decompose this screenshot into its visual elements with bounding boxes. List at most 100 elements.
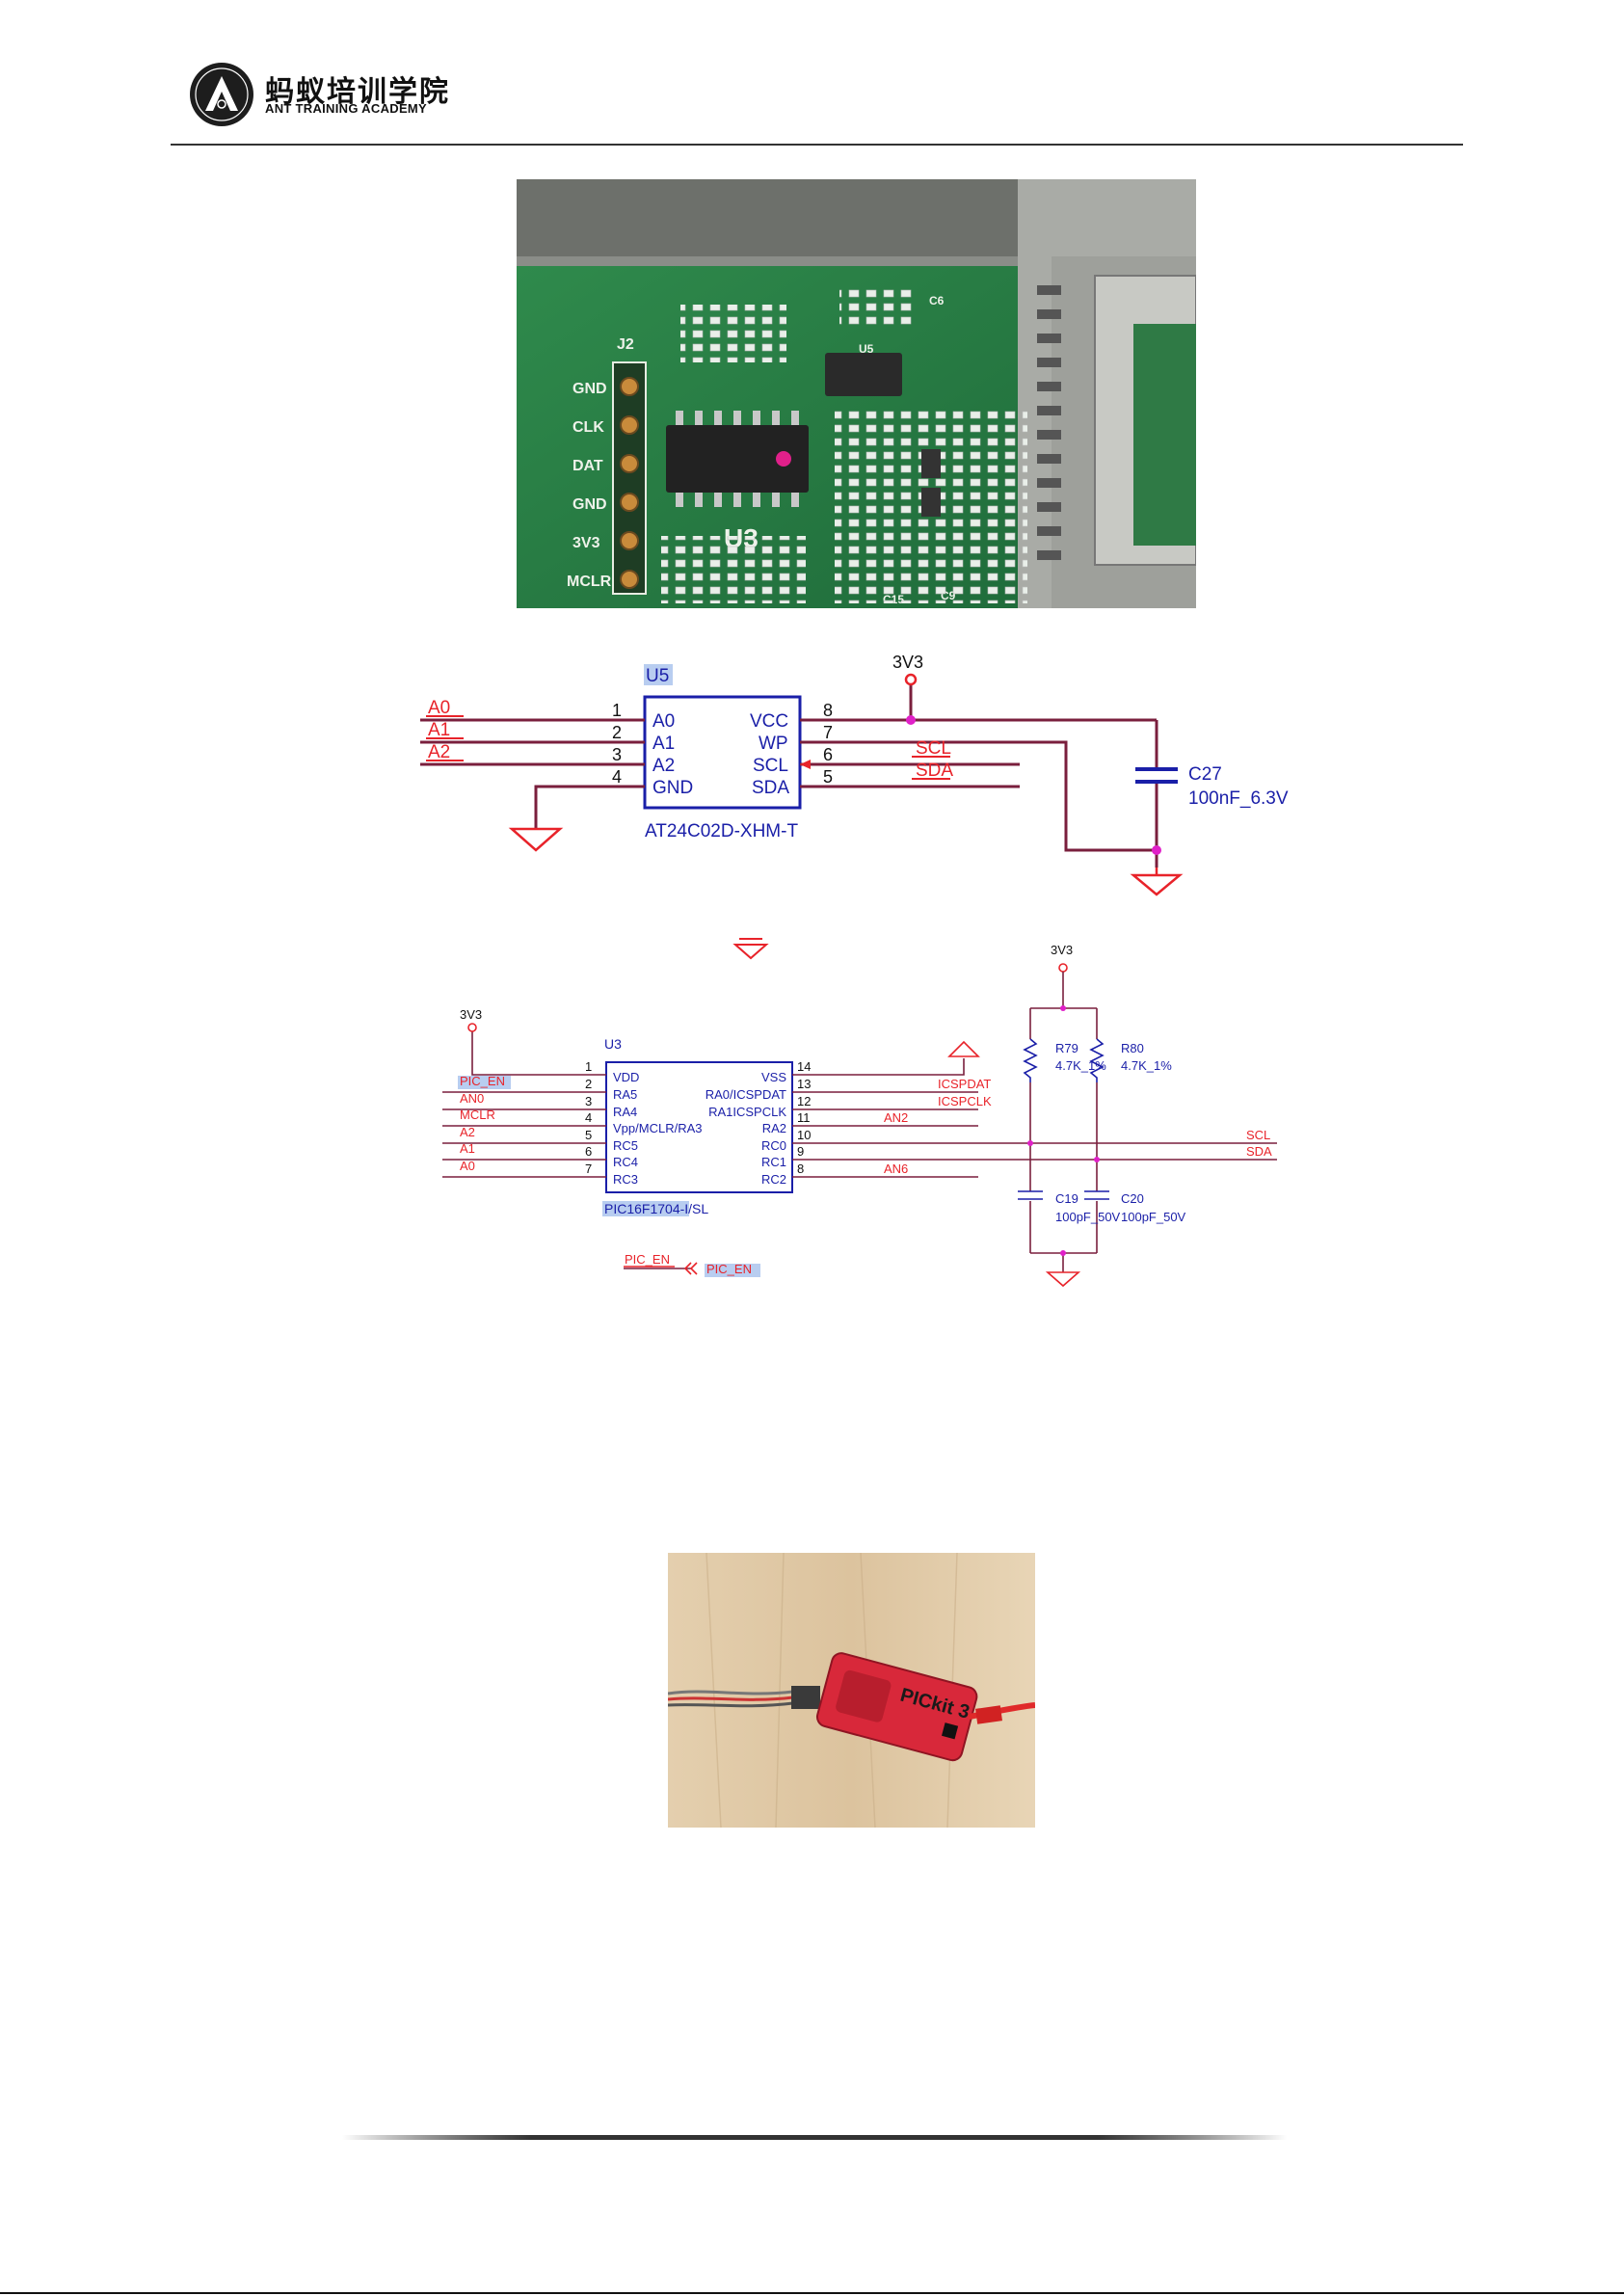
u3-net-an0: AN0 [460, 1091, 484, 1106]
page-bottom-edge [0, 2292, 1624, 2294]
u3-pin-num-3: 3 [585, 1094, 592, 1108]
pickit-programmer-photo: PICkit 3 [668, 1553, 1035, 1828]
u5-pin-scl: SCL [753, 756, 788, 776]
u3-pin-rc3: RC3 [613, 1172, 638, 1187]
brand-name-chinese: 蚂蚁培训学院 [265, 75, 450, 109]
u5-pin-a1: A1 [652, 734, 675, 754]
footer-divider [342, 2135, 1287, 2140]
u3-pin-num-14: 14 [797, 1059, 811, 1074]
u5-eeprom-schematic: U5 AT24C02D-XHM-T A0 A1 A2 1 2 3 4 8 7 6… [420, 653, 1289, 896]
u5-net-a2: A2 [428, 742, 450, 762]
port-pic-en-wire: PIC_EN [625, 1252, 670, 1267]
header-divider [171, 144, 1463, 146]
u3-net-scl: SCL [1246, 1128, 1270, 1142]
c20-ref: C20 [1121, 1191, 1144, 1206]
r80-ref: R80 [1121, 1041, 1144, 1055]
silk-gnd-2: GND [572, 496, 607, 513]
u5-pin-num-7: 7 [823, 723, 833, 742]
u3-net-an2: AN2 [884, 1110, 908, 1125]
u5-pin-wp: WP [759, 734, 788, 754]
u3-pic-schematic: U3 PIC16F1704-I/SL 3V3 PIC_EN AN0 MCLR A… [442, 938, 1277, 1288]
u3-power-right: 3V3 [1051, 943, 1073, 957]
u5-pin-a2: A2 [652, 756, 675, 776]
silk-dat: DAT [572, 458, 603, 474]
u3-pin-num-6: 6 [585, 1144, 592, 1159]
u3-pin-num-8: 8 [797, 1161, 804, 1176]
silk-u5: U5 [859, 342, 874, 356]
u3-pin-ra0: RA0/ICSPDAT [706, 1087, 786, 1102]
r79-value: 4.7K_1% [1055, 1058, 1106, 1073]
u3-pin-num-4: 4 [585, 1110, 592, 1125]
u3-net-a2: A2 [460, 1125, 475, 1139]
u3-net-icspdat: ICSPDAT [938, 1077, 991, 1091]
u5-power-label: 3V3 [892, 653, 923, 672]
u3-power-left: 3V3 [460, 1007, 482, 1022]
c19-value: 100pF_50V [1055, 1210, 1121, 1224]
u3-net-pic-en: PIC_EN [460, 1074, 505, 1088]
u3-pin-ra5: RA5 [613, 1087, 637, 1102]
u3-ref: U3 [604, 1036, 622, 1052]
u5-pin-num-2: 2 [612, 723, 622, 742]
c20-value: 100pF_50V [1121, 1210, 1186, 1224]
r79-ref: R79 [1055, 1041, 1078, 1055]
u3-pin-num-12: 12 [797, 1094, 811, 1108]
u3-pin-rc0: RC0 [761, 1138, 786, 1153]
u5-pin-num-1: 1 [612, 701, 622, 720]
silk-gnd-1: GND [572, 381, 607, 397]
u5-pin-gnd: GND [652, 778, 693, 798]
ground-symbol-vss [947, 1040, 980, 1057]
u3-pin-vdd: VDD [613, 1070, 639, 1084]
u3-pin-num-10: 10 [797, 1128, 811, 1142]
port-pic-en-label: PIC_EN [706, 1262, 752, 1276]
u3-pin-num-13: 13 [797, 1077, 811, 1091]
c27-ref: C27 [1188, 764, 1222, 785]
u3-pin-rc4: RC4 [613, 1155, 638, 1169]
u3-pin-num-1: 1 [585, 1059, 592, 1074]
u5-pin-num-8: 8 [823, 701, 833, 720]
pcb-photo: J2 GND CLK DAT GND 3V3 MCLR U3 U5 C6 C9 … [517, 179, 1196, 608]
c19-ref: C19 [1055, 1191, 1078, 1206]
silk-clk: CLK [572, 419, 604, 436]
u5-ref: U5 [646, 666, 669, 686]
u3-pin-num-7: 7 [585, 1161, 592, 1176]
u3-net-an6: AN6 [884, 1161, 908, 1176]
u5-pin-vcc: VCC [750, 711, 788, 732]
u5-net-scl: SCL [916, 738, 951, 759]
u5-net-a1: A1 [428, 720, 450, 740]
r80-value: 4.7K_1% [1121, 1058, 1172, 1073]
u3-pin-ra2: RA2 [762, 1121, 786, 1135]
u3-net-a0: A0 [460, 1159, 475, 1173]
silk-mclr: MCLR [567, 574, 612, 590]
u3-pin-rc1: RC1 [761, 1155, 786, 1169]
u5-pin-sda: SDA [752, 778, 789, 798]
u3-pin-num-11: 11 [797, 1110, 811, 1125]
u3-pin-num-2: 2 [585, 1077, 592, 1091]
u5-pin-num-4: 4 [612, 767, 622, 787]
u5-net-a0: A0 [428, 698, 450, 718]
u5-pin-num-5: 5 [823, 767, 833, 787]
u5-part-number: AT24C02D-XHM-T [645, 821, 798, 841]
u3-net-mclr: MCLR [460, 1108, 495, 1122]
ground-symbol-pullup [1045, 1271, 1081, 1288]
u5-chip-body [643, 695, 802, 810]
u3-net-icspclk: ICSPCLK [938, 1094, 992, 1108]
u3-pin-ra4: RA4 [613, 1105, 637, 1119]
silk-3v3: 3V3 [572, 535, 600, 551]
u3-pin-rc2: RC2 [761, 1172, 786, 1187]
silk-c6: C6 [929, 294, 945, 307]
academy-logo-icon [190, 63, 253, 126]
u3-pin-vss: VSS [761, 1070, 786, 1084]
u5-pin-a0: A0 [652, 711, 675, 732]
u3-pin-num-5: 5 [585, 1128, 592, 1142]
silk-j2: J2 [617, 336, 634, 353]
u3-net-a1: A1 [460, 1141, 475, 1156]
ground-symbol-top [732, 938, 769, 960]
u3-pin-num-9: 9 [797, 1144, 804, 1159]
u3-pin-ra1: RA1ICSPCLK [708, 1105, 786, 1119]
u3-net-sda: SDA [1246, 1144, 1272, 1159]
u3-pin-mclr: Vpp/MCLR/RA3 [613, 1121, 702, 1135]
u5-pin-num-3: 3 [612, 745, 622, 764]
u5-net-sda: SDA [916, 761, 953, 781]
u3-pin-rc5: RC5 [613, 1138, 638, 1153]
u5-pin-num-6: 6 [823, 745, 833, 764]
